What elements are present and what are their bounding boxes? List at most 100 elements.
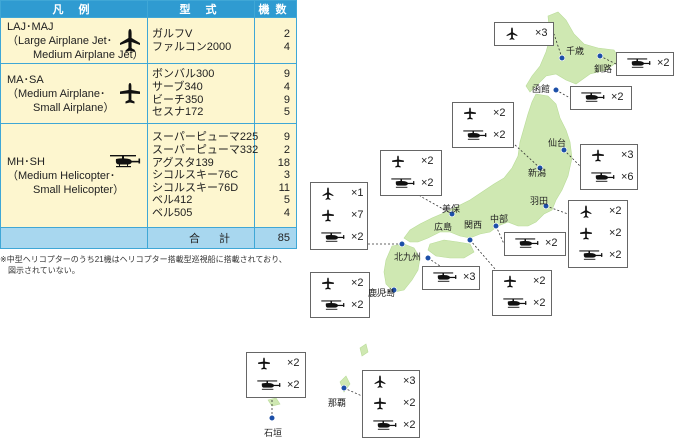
category-code: MH･SH xyxy=(7,155,45,168)
base-box-niigata: ×2×2 xyxy=(452,102,514,148)
header-count: 機数 xyxy=(254,0,297,18)
base-dot xyxy=(466,236,474,244)
aircraft-row: ×2 xyxy=(493,271,551,293)
aircraft-count: ×2 xyxy=(403,397,416,409)
base-label-naha: 那覇 xyxy=(328,398,347,408)
base-dot xyxy=(560,146,568,154)
aircraft-row: ×2 xyxy=(569,245,627,267)
category-code: MA･SA xyxy=(7,73,44,86)
type-name: ガルフV xyxy=(152,27,193,40)
aircraft-row: ×3 xyxy=(495,23,553,45)
ishigaki-island xyxy=(267,397,281,407)
leader-line xyxy=(553,33,563,59)
base-label-niigata: 新潟 xyxy=(528,168,547,178)
base-box-kansai: ×2×2 xyxy=(492,270,552,316)
category-code: LAJ･MAJ xyxy=(7,20,54,33)
aircraft-row: ×2 xyxy=(569,201,627,223)
aircraft-row: ×2 xyxy=(311,273,369,295)
base-box-hiroshima: ×3 xyxy=(422,266,480,290)
base-box-sendai: ×3×6 xyxy=(580,144,638,190)
aircraft-count: ×2 xyxy=(657,57,670,69)
type-name: ファルコン2000 xyxy=(152,40,232,53)
base-dot xyxy=(424,254,432,262)
type-count: 9 xyxy=(283,68,290,81)
count-list-airplane: 9 4 9 5 xyxy=(254,63,297,124)
aircraft-count: ×2 xyxy=(351,231,364,243)
count-list-helicopter: 9 2 18 3 11 5 4 xyxy=(254,123,297,228)
base-dot xyxy=(596,52,604,60)
type-name: シコルスキー76D xyxy=(152,181,239,194)
base-label-hiroshima: 広島 xyxy=(434,222,453,232)
header-type: 型 式 xyxy=(147,0,255,18)
base-dot xyxy=(536,164,544,172)
base-dot xyxy=(268,414,276,422)
type-count: 11 xyxy=(278,181,290,194)
base-label-kansai: 関西 xyxy=(464,220,483,230)
aircraft-count: ×2 xyxy=(351,299,364,311)
aircraft-row: ×2 xyxy=(363,415,419,437)
aircraft-count: ×2 xyxy=(287,357,300,369)
base-label-miho: 美保 xyxy=(442,204,461,214)
base-box-kitakyushu: ×1×7×2 xyxy=(310,182,368,250)
base-box-haneda: ×2 ×2 ×2 xyxy=(568,200,628,268)
base-dot xyxy=(398,240,406,248)
helicopter-icon xyxy=(110,155,141,168)
base-label-sendai: 仙台 xyxy=(548,138,567,148)
footnote-line-2: 図示されていない。 xyxy=(8,266,80,275)
base-dot xyxy=(542,202,550,210)
aircraft-row: ×2 xyxy=(617,53,673,75)
honshu-island xyxy=(403,93,573,243)
aircraft-count: ×3 xyxy=(463,271,476,283)
base-box-miho: ×2×2 xyxy=(380,150,442,196)
aircraft-row: ×2 xyxy=(381,151,441,173)
leader-line xyxy=(469,239,497,271)
type-count: 4 xyxy=(283,206,290,219)
header-legend: 凡 例 xyxy=(0,0,148,18)
footnote-line-1: ※中型ヘリコプターのうち21機はヘリコプター搭載型巡視船に搭載されており、 xyxy=(0,255,287,264)
type-name: ベル505 xyxy=(152,206,193,219)
type-name: スーパーピューマ225 xyxy=(152,131,259,144)
base-label-hakodate: 函館 xyxy=(532,84,551,94)
aircraft-row: ×2 xyxy=(571,87,631,109)
type-name: ベル412 xyxy=(152,194,193,207)
aircraft-count: ×2 xyxy=(533,297,546,309)
type-name: スーパーピューマ332 xyxy=(152,144,259,157)
jet-icon xyxy=(120,28,140,52)
base-dot xyxy=(552,86,560,94)
aircraft-row: ×2 xyxy=(569,223,627,245)
aircraft-count: ×2 xyxy=(611,91,624,103)
type-count: 5 xyxy=(283,194,290,207)
base-box-chitose: ×3 xyxy=(494,22,554,46)
aircraft-row: ×2 xyxy=(505,233,565,255)
base-label-chitose: 千歳 xyxy=(566,46,585,56)
type-count: 9 xyxy=(283,131,290,144)
type-name: シコルスキー76C xyxy=(152,169,239,182)
category-desc-1: （Large Airplane Jet･ xyxy=(7,34,113,47)
category-desc-2: Small Helicopter） xyxy=(33,183,125,196)
aircraft-count: ×2 xyxy=(609,227,622,239)
aircraft-count: ×3 xyxy=(403,375,416,387)
type-count: 5 xyxy=(283,106,290,119)
total-value: 85 xyxy=(254,227,297,249)
base-label-kitakyushu: 北九州 xyxy=(394,252,422,262)
aircraft-row: ×3 xyxy=(581,145,637,167)
leader-line xyxy=(599,55,617,65)
category-helicopter: MH･SH （Medium Helicopter･ Small Helicopt… xyxy=(0,123,148,228)
type-list-airplane: ボンバル300 サーブ340 ビーチ350 セスナ172 xyxy=(147,63,255,124)
aircraft-count: ×2 xyxy=(403,419,416,431)
base-label-chubu: 中部 xyxy=(490,214,509,224)
aircraft-row: ×1 xyxy=(311,183,367,205)
legend-row-helicopter: MH･SH （Medium Helicopter･ Small Helicopt… xyxy=(0,123,297,228)
type-list-jet: ガルフV ファルコン2000 xyxy=(147,17,255,64)
legend-header-row: 凡 例 型 式 機数 xyxy=(0,0,297,18)
aircraft-row: ×2 xyxy=(247,353,305,375)
aircraft-row: ×2 xyxy=(453,125,513,147)
count-list-jet: 2 4 xyxy=(254,17,297,64)
aircraft-row: ×2 xyxy=(363,393,419,415)
aircraft-count: ×2 xyxy=(287,379,300,391)
base-box-kushiro: ×2 xyxy=(616,52,674,76)
base-box-hakodate: ×2 xyxy=(570,86,632,110)
shikoku-island xyxy=(427,239,475,259)
aircraft-row: ×3 xyxy=(423,267,479,289)
category-airplane: MA･SA （Medium Airplane･ Small Airplane） xyxy=(0,63,148,124)
